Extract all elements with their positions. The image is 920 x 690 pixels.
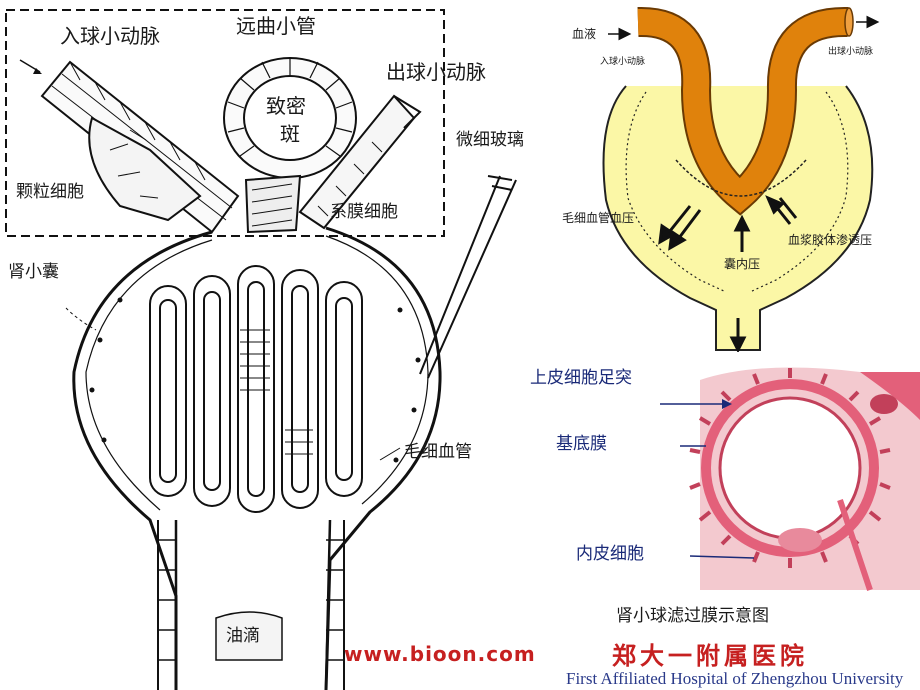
watermark-url: www.bioon.com <box>344 642 536 666</box>
afferent-small-label: 入球小动脉 <box>600 57 646 67</box>
efferent-small-label: 出球小动脉 <box>828 47 874 57</box>
macula-densa-label-2: 斑 <box>280 122 300 146</box>
membrane-diagram <box>520 352 920 602</box>
oncotic-pressure-label: 血浆胶体渗透压 <box>788 233 873 247</box>
oil-drop-label: 油滴 <box>226 626 260 646</box>
capsule-space <box>602 85 874 351</box>
capillary-label: 毛细血管 <box>404 442 472 462</box>
capillary-loops <box>149 265 363 513</box>
capillary-pressure-label: 毛细血管血压 <box>562 211 635 225</box>
granular-cell-label: 颗粒细胞 <box>16 182 84 202</box>
watermark-hospital-cn: 郑大一附属医院 <box>612 642 808 670</box>
mesangial-cell-label: 系膜细胞 <box>330 202 398 222</box>
oil-drop-shape <box>215 611 283 661</box>
granular-cells-shape <box>88 116 202 222</box>
watermark-hospital-en: First Affiliated Hospital of Zhengzhou U… <box>566 669 904 688</box>
podocyte-label: 上皮细胞足突 <box>530 368 632 388</box>
bowman-capsule-label: 肾小囊 <box>8 262 59 282</box>
macula-densa-label-1: 致密 <box>266 94 306 118</box>
efferent-arteriole-label: 出球小动脉 <box>386 60 486 84</box>
pressure-diagram <box>602 6 880 354</box>
micropipette-label: 微细玻璃 <box>456 130 524 150</box>
afferent-arteriole-label: 入球小动脉 <box>60 24 160 48</box>
juxtaglomerular-region-box <box>5 9 445 237</box>
distal-tubule-label: 远曲小管 <box>236 14 316 38</box>
micropipette-shape <box>419 175 517 379</box>
membrane-caption: 肾小球滤过膜示意图 <box>616 606 769 626</box>
basement-membrane-label: 基底膜 <box>556 434 607 454</box>
endothelial-label: 内皮细胞 <box>576 544 644 564</box>
blood-label: 血液 <box>572 27 597 41</box>
glomerulus-drawing <box>5 9 517 690</box>
capsule-pressure-label: 囊内压 <box>724 257 761 271</box>
bowman-capsule-wall <box>72 226 442 690</box>
